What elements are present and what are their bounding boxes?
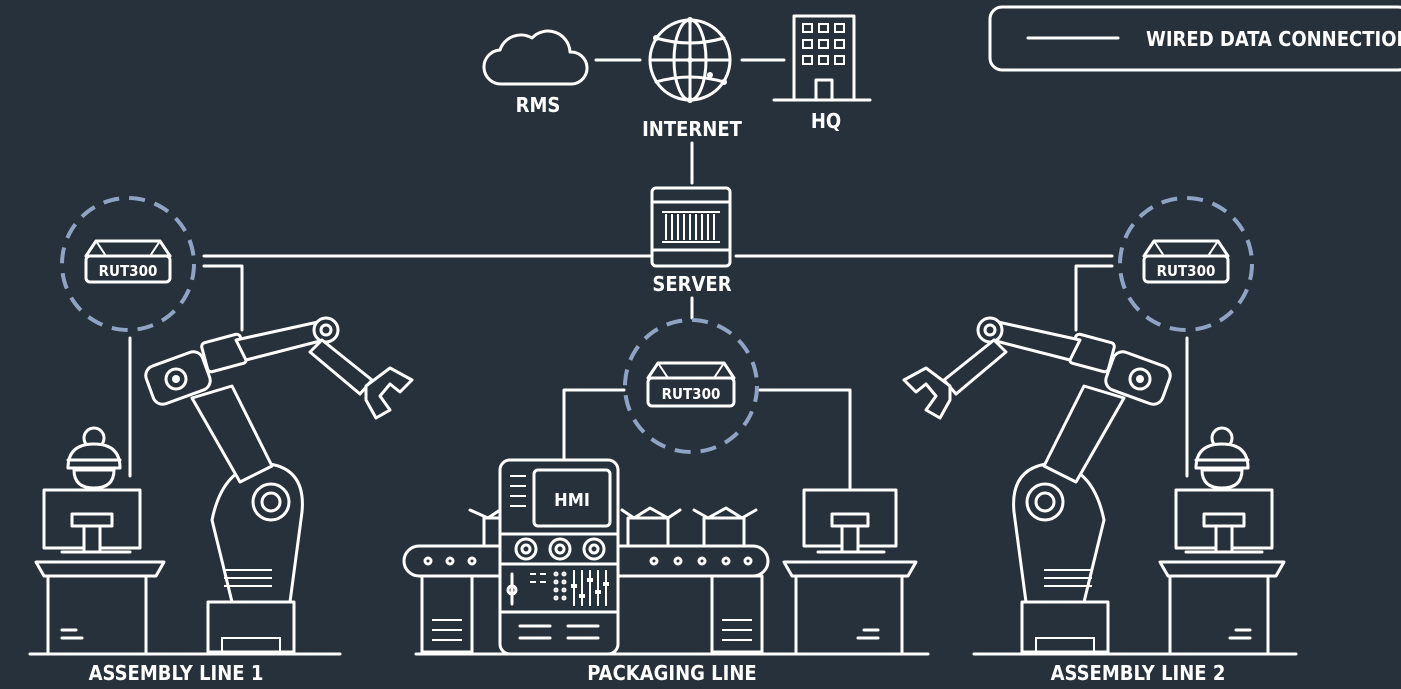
router-ring: [1118, 196, 1254, 332]
hq-label: HQ: [811, 109, 841, 133]
internet-label: INTERNET: [642, 117, 743, 141]
legend-box: [988, 5, 1401, 72]
server-label: SERVER: [652, 272, 731, 296]
box-icon: [692, 506, 758, 548]
workstation-left: [34, 426, 166, 656]
globe-icon: [648, 17, 732, 103]
legend: WIRED DATA CONNECTION: [988, 5, 1401, 72]
connections: [128, 58, 1189, 490]
router-right: RUT300: [1118, 196, 1254, 332]
building-icon: [772, 14, 872, 102]
workstation-right: [1158, 426, 1286, 656]
rms-label: RMS: [516, 93, 561, 117]
workstation-center: [782, 488, 918, 656]
packaging-line: HMI: [402, 458, 770, 656]
router-center-label: RUT300: [662, 385, 721, 403]
router-center: RUT300: [623, 318, 759, 454]
cloud-icon: [482, 29, 589, 86]
box-icon: [620, 506, 682, 548]
zone-assembly-2-label: ASSEMBLY LINE 2: [1051, 661, 1226, 684]
legend-label: WIRED DATA CONNECTION: [1146, 27, 1401, 51]
router-left-label: RUT300: [99, 262, 158, 280]
robot-arm-2: [902, 316, 1175, 654]
zone-packaging-label: PACKAGING LINE: [587, 661, 756, 684]
router-right-label: RUT300: [1157, 262, 1216, 280]
server-icon: [650, 186, 732, 268]
router-left: RUT300: [60, 196, 196, 332]
hmi-screen: [532, 468, 612, 528]
router-ring: [623, 318, 759, 454]
robot-arm-1: [141, 316, 414, 654]
box-icon: [468, 508, 504, 548]
router-ring: [60, 196, 196, 332]
zone-assembly-1-label: ASSEMBLY LINE 1: [89, 661, 264, 684]
hmi-label: HMI: [554, 490, 590, 511]
